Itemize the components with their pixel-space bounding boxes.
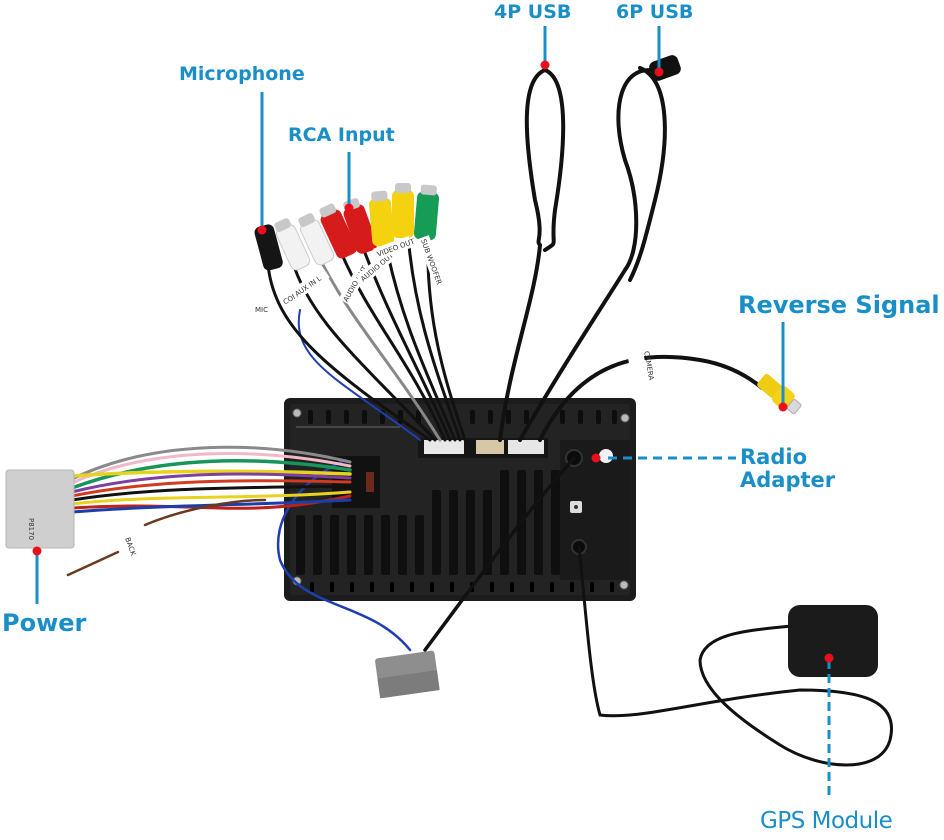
top-vents — [308, 410, 617, 424]
mic-jack — [254, 224, 283, 271]
reverse-marker — [778, 402, 788, 412]
radio-adapter-label-line2: Adapter — [740, 468, 836, 493]
radio-adapter-plug — [375, 650, 440, 699]
gps-marker — [824, 653, 834, 663]
radio-adapter-cable — [423, 456, 576, 652]
usb6-label: 6P USB — [616, 1, 694, 23]
rca-green — [413, 184, 440, 241]
screws — [292, 408, 630, 590]
gps-antenna — [788, 605, 878, 677]
microphone-label: Microphone — [179, 63, 305, 85]
power-marker — [32, 546, 42, 556]
callout-markers — [32, 60, 834, 663]
cables — [66, 55, 893, 767]
usb6-cable — [518, 68, 662, 442]
rca-input-label: RCA Input — [288, 124, 395, 146]
callout-lines — [35, 26, 831, 800]
rca-yellow-2 — [392, 183, 414, 238]
back-tag-bg — [117, 533, 149, 553]
connector-a — [424, 440, 464, 454]
reverse-rca-plug — [757, 374, 802, 415]
ce-sticker — [599, 449, 613, 463]
usb6-marker — [654, 67, 664, 77]
radio-marker — [591, 453, 601, 463]
rca-plugs — [254, 183, 440, 271]
power-label: Power — [2, 609, 87, 637]
fuse — [366, 472, 374, 492]
connector-c — [508, 440, 544, 454]
power-harness-connector — [5, 469, 75, 549]
rca-red-1 — [319, 203, 357, 259]
camera-tag-bg — [626, 343, 646, 371]
radio-adapter-label: Radio Adapter — [740, 445, 836, 493]
gps-module-label: GPS Module — [760, 808, 893, 834]
gps-cable — [577, 545, 893, 767]
rca-white-1 — [274, 218, 311, 271]
usb4-marker — [540, 60, 550, 70]
harness-code-tag: P8170 — [27, 518, 35, 540]
rca-white-2 — [298, 213, 335, 266]
mic-tag: MIC — [255, 306, 268, 314]
rca-marker — [344, 203, 354, 213]
mic-marker — [257, 225, 267, 235]
reverse-signal-label: Reverse Signal — [738, 291, 940, 319]
usb4-cable — [498, 68, 547, 442]
rca-yellow-1 — [369, 190, 395, 247]
reverse-cable — [538, 354, 764, 442]
usb4-label: 4P USB — [494, 1, 572, 23]
radio-adapter-label-line1: Radio — [740, 445, 807, 469]
connector-b — [476, 440, 504, 454]
